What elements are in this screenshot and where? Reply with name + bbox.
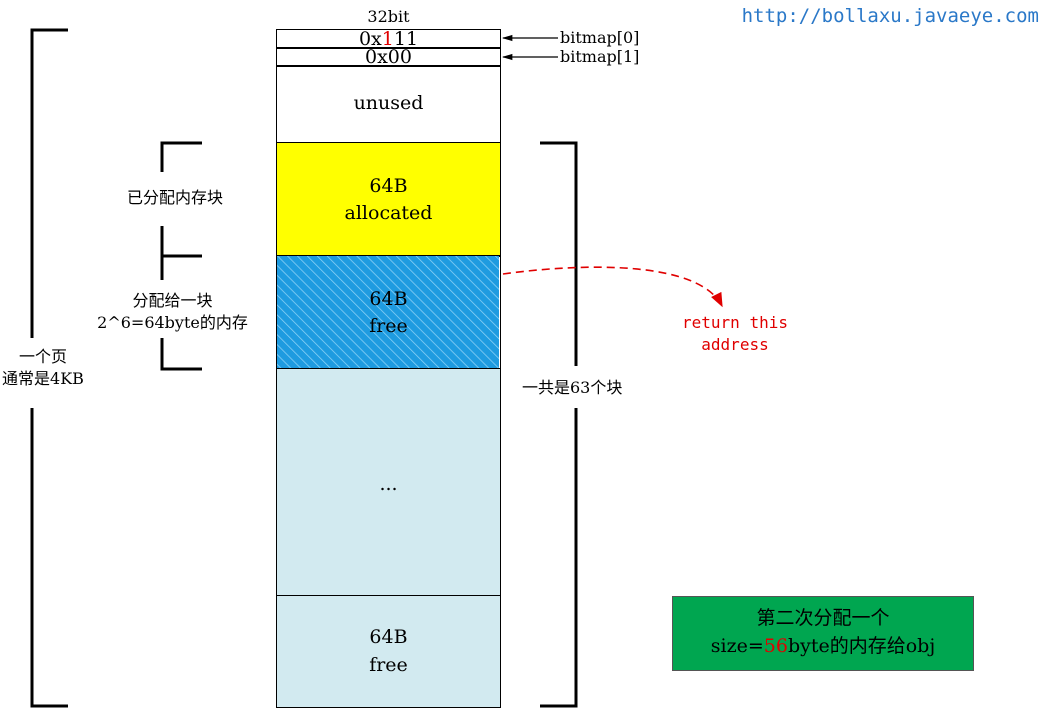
free-last-size: 64B — [369, 626, 408, 648]
bitmap0-label: bitmap[0] — [560, 28, 640, 47]
free-hatched-size: 64B — [369, 288, 408, 310]
bitmap0-value: 0x111 — [358, 28, 419, 50]
return-label-line2: address — [701, 335, 769, 354]
free-block-last: 64B free — [276, 595, 501, 708]
allocate-one-label-line2: 2^6=64byte的内存 — [97, 313, 248, 332]
allocated-size: 64B — [369, 175, 408, 197]
bitmap1-cell: 0x00 — [276, 46, 501, 68]
watermark: http://bollaxu.javaeye.com — [741, 5, 1039, 27]
free-hatched-status: free — [369, 315, 408, 337]
bitmap1-value: 0x00 — [365, 46, 412, 68]
ellipsis-block: ... — [276, 368, 501, 597]
note-line1: 第二次分配一个 — [756, 607, 890, 629]
bitmap0-cell: 0x111 — [276, 28, 501, 50]
total-blocks-label: 一共是63个块 — [522, 378, 623, 397]
watermark-row: http://bollaxu.javaeye.com — [0, 5, 1041, 29]
ellipsis-label: ... — [379, 473, 398, 495]
column-header: 32bit — [367, 7, 410, 26]
note-line2: size=56byte的内存给obj — [710, 635, 936, 657]
unused-label: unused — [353, 92, 424, 114]
return-address-arrow — [502, 266, 723, 308]
allocated-status: allocated — [344, 202, 433, 224]
total-blocks-bracket — [540, 141, 578, 708]
return-label-line1: return this — [682, 313, 788, 332]
page-label-line1: 一个页 — [18, 347, 67, 366]
free-last-status: free — [369, 654, 408, 676]
free-block-hatched: 64B free — [276, 255, 501, 370]
note-box: 第二次分配一个 size=56byte的内存给obj — [672, 596, 974, 671]
hatch-fill — [277, 256, 499, 368]
allocate-one-label-line1: 分配给一块 — [132, 291, 213, 310]
page-label-line2: 通常是4KB — [2, 369, 84, 388]
unused-cell: unused — [276, 65, 501, 144]
note-highlight: 56 — [763, 635, 788, 657]
free-bracket — [160, 254, 202, 371]
page-bracket — [30, 28, 68, 708]
allocated-block-label: 已分配内存块 — [126, 188, 223, 207]
allocated-block: 64B allocated — [276, 142, 501, 257]
bitmap0-highlight: 1 — [381, 28, 394, 50]
bitmap1-label: bitmap[1] — [560, 47, 640, 66]
